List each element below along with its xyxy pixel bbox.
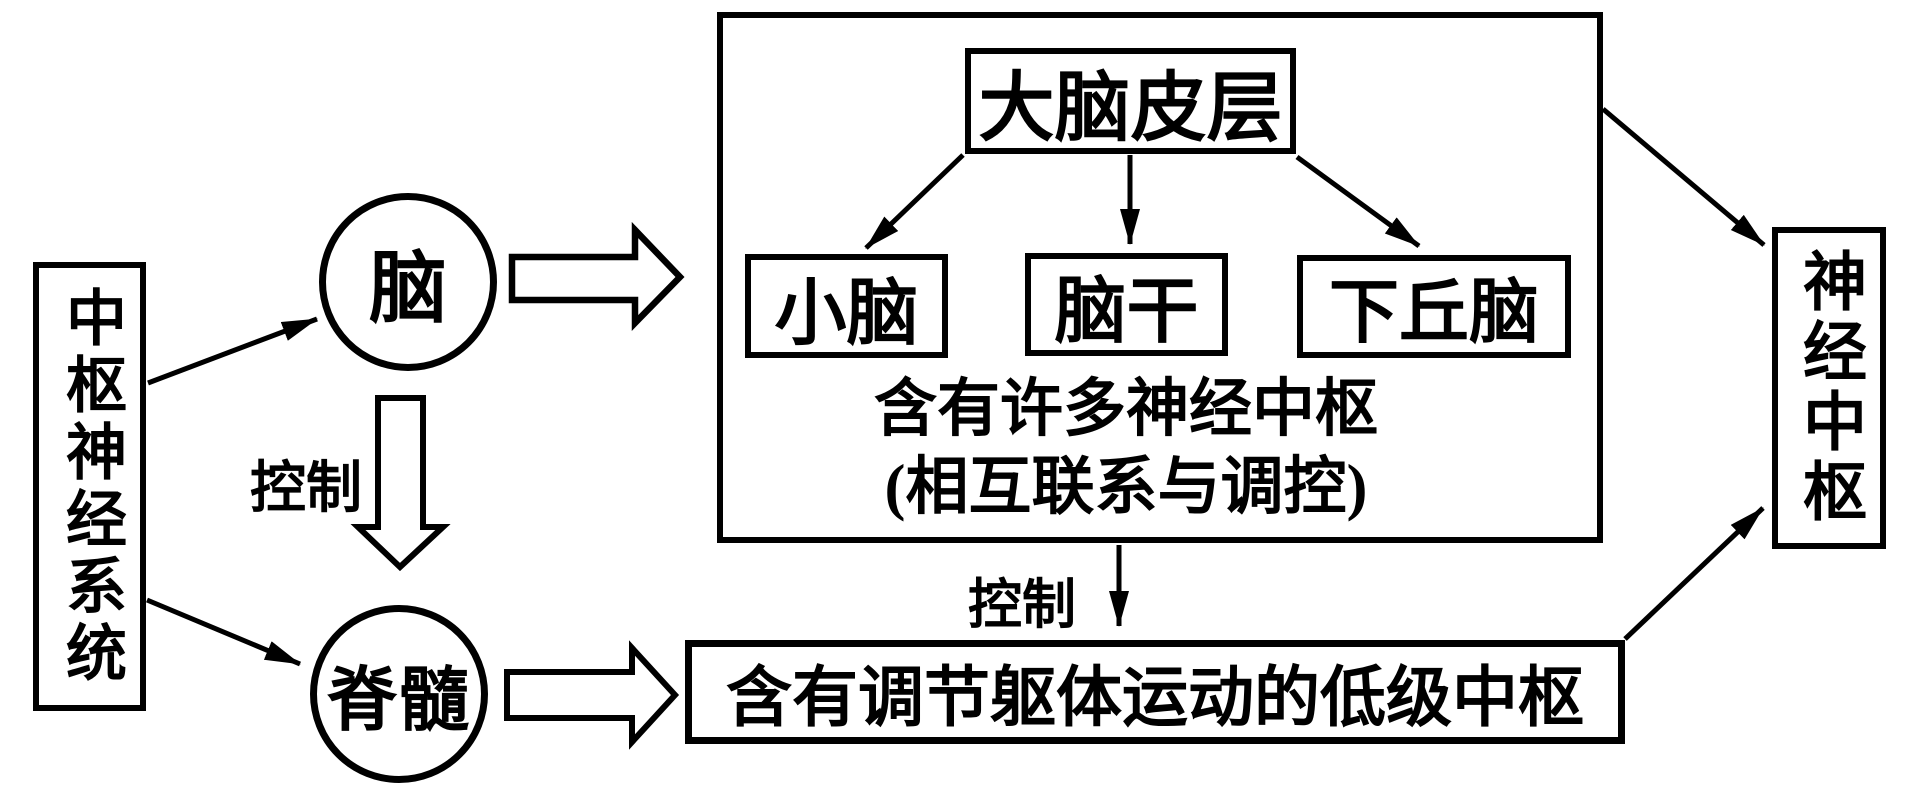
brain-detail-outer-box [717, 12, 1603, 543]
hollow-arrow-brain-to-spinal [350, 395, 451, 572]
hollow-arrow-spinal-to-lowerbox [504, 640, 680, 750]
lower-center-box: 含有调节躯体运动的低级中枢 [685, 640, 1625, 744]
spinal-cord-circle: 脊髓 [310, 605, 488, 783]
brainstem-label: 脑干 [1054, 272, 1199, 352]
hollow-arrow-brain-to-brainbox [508, 221, 685, 331]
cerebral-cortex-box: 大脑皮层 [965, 48, 1296, 154]
hypothalamus-box: 下丘脑 [1297, 255, 1571, 358]
brain-label: 脑 [368, 245, 447, 332]
brain-circle: 脑 [319, 193, 497, 371]
nerve-center-label: 神经中枢 [1794, 248, 1865, 528]
hypothalamus-label: 下丘脑 [1329, 275, 1539, 352]
lower-center-label: 含有调节躯体运动的低级中枢 [726, 662, 1584, 735]
outer-box-note-line2: (相互联系与调控) [884, 452, 1368, 522]
arrow-brainbox-to-nervecenter [1601, 107, 1766, 247]
cerebellum-box: 小脑 [745, 254, 948, 358]
arrow-cortex-to-cerebellum [864, 153, 965, 250]
arrow-lowerbox-to-nervecenter [1623, 506, 1765, 641]
nerve-center-box: 神经中枢 [1772, 227, 1886, 549]
control-label-brain-to-spinal: 控制 [250, 458, 362, 520]
cerebellum-label: 小脑 [774, 273, 919, 354]
outer-box-note-line1: 含有许多神经中枢 [874, 374, 1378, 444]
arrow-cns-to-spinal [146, 597, 301, 667]
arrow-cns-to-brain [147, 316, 318, 386]
control-label-brainbox-to-lowerbox: 控制 [968, 575, 1076, 635]
cns-box: 中枢神经系统 [33, 262, 146, 711]
cerebral-cortex-label: 大脑皮层 [978, 67, 1283, 151]
spinal-cord-label: 脊髓 [327, 662, 471, 740]
arrow-cortex-to-hypothalamus [1295, 154, 1421, 249]
outer-box-note: 含有许多神经中枢 (相互联系与调控) [790, 370, 1462, 526]
cns-box-label: 中枢神经系统 [56, 285, 123, 688]
brainstem-box: 脑干 [1025, 253, 1228, 356]
